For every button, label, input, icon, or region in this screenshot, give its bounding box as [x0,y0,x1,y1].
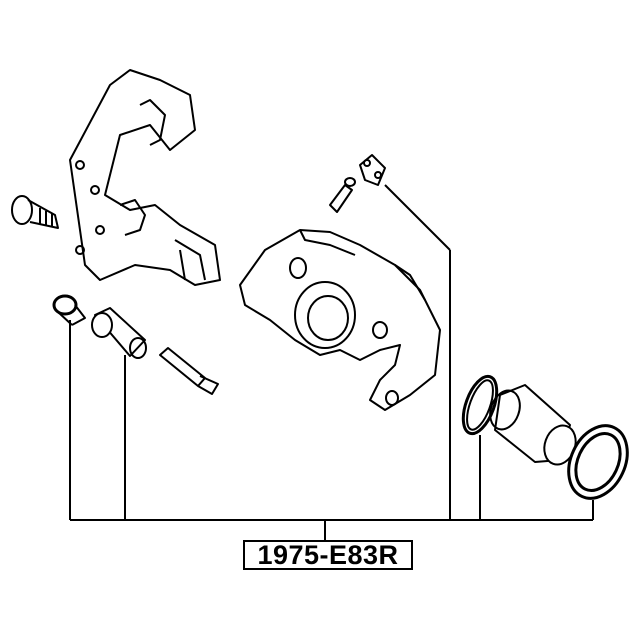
caliper-bracket [69,69,221,286]
guide-sleeve [91,307,147,359]
leader-lines [69,184,594,540]
caliper-housing [239,229,441,411]
piston-dust-boot [567,424,629,500]
guide-pin-boot [52,294,86,326]
piston-seal-ring [461,374,499,436]
guide-pin [159,347,219,395]
part-number-label: 1975-E83R [243,540,413,570]
piston [489,384,577,466]
bleeder-cap [359,154,386,186]
bleeder-screw [329,177,356,213]
bracket-bolt [11,195,59,229]
